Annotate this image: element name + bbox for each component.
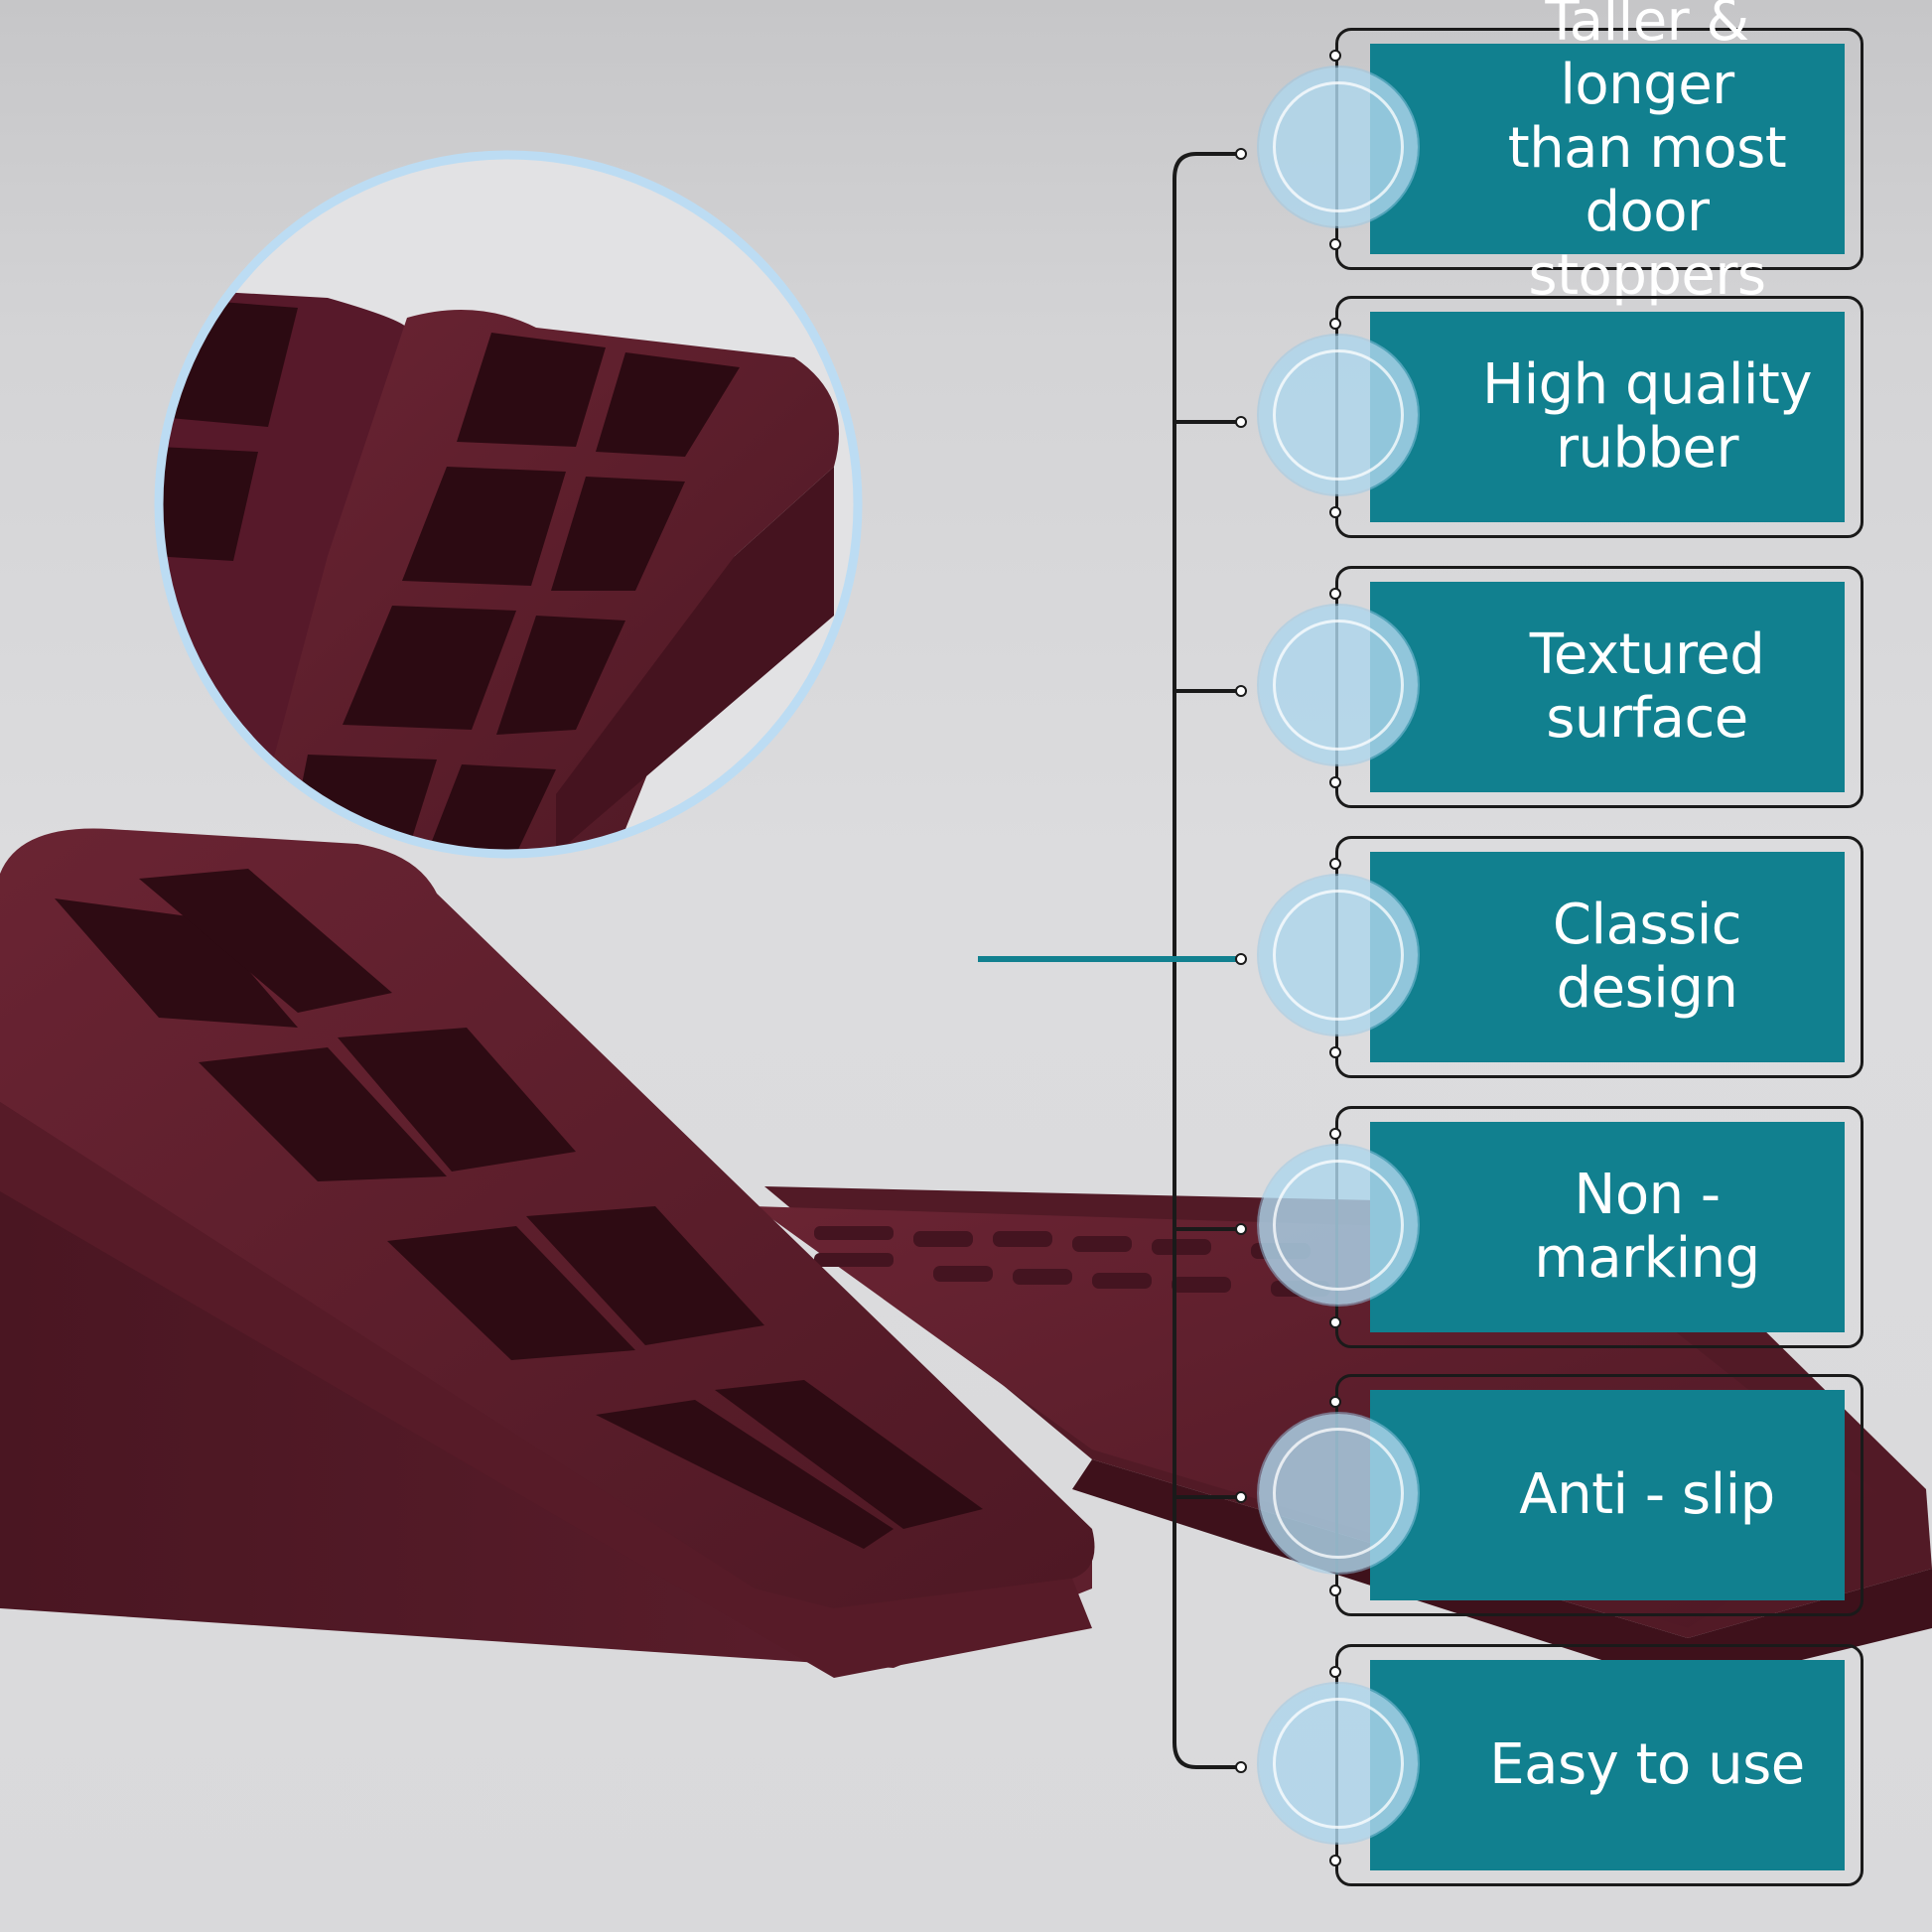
front-wedge (0, 828, 1095, 1678)
connector-dot-icon (1329, 588, 1341, 600)
feature-panel: Anti - slip (1370, 1390, 1845, 1600)
feature-bubble-icon (1259, 68, 1418, 226)
connector-dot-icon (1329, 50, 1341, 62)
connector-dot-icon (1329, 1666, 1341, 1678)
feature-panel: Non - marking (1370, 1122, 1845, 1332)
connector-dot-icon (1329, 506, 1341, 518)
connector-dot-icon (1329, 1855, 1341, 1866)
feature-card-taller: Taller & longer than most door stoppers (1259, 0, 1869, 308)
feature-bubble-icon (1259, 606, 1418, 764)
feature-card-rubber: High quality rubber (1259, 296, 1869, 544)
feature-label: High quality rubber (1481, 352, 1813, 481)
feature-bubble-icon (1259, 1684, 1418, 1843)
feature-label: Taller & longer than most door stoppers (1507, 0, 1787, 308)
feature-panel: Taller & longer than most door stoppers (1370, 0, 1845, 308)
feature-card-non-marking: Non - marking (1259, 1106, 1869, 1354)
connector-dot-icon (1329, 776, 1341, 788)
feature-label: Easy to use (1489, 1732, 1805, 1797)
connector-dot-icon (1329, 858, 1341, 870)
feature-bubble-icon (1259, 1414, 1418, 1573)
feature-panel: Textured surface (1370, 582, 1845, 792)
feature-card-classic: Classic design (1259, 836, 1869, 1084)
connector-dot-icon (1329, 1396, 1341, 1408)
connector-dot-icon (1329, 318, 1341, 330)
feature-panel: High quality rubber (1370, 312, 1845, 522)
feature-label: Textured surface (1529, 622, 1765, 751)
feature-panel: Easy to use (1370, 1660, 1845, 1870)
connector-dot-icon (1329, 1585, 1341, 1596)
feature-card-easy: Easy to use (1259, 1644, 1869, 1892)
feature-bubble-icon (1259, 1146, 1418, 1305)
feature-label: Non - marking (1534, 1163, 1760, 1291)
connector-dot-icon (1329, 1046, 1341, 1058)
connector-dot-icon (1235, 148, 1247, 1773)
feature-panel: Classic design (1370, 852, 1845, 1062)
zoom-detail (154, 150, 863, 859)
feature-label: Classic design (1552, 893, 1742, 1021)
feature-bubble-icon (1259, 876, 1418, 1035)
connector-dot-icon (1329, 1316, 1341, 1328)
feature-bubble-icon (1259, 336, 1418, 494)
connector-dot-icon (1329, 1128, 1341, 1140)
feature-card-anti-slip: Anti - slip (1259, 1374, 1869, 1622)
feature-label: Anti - slip (1519, 1462, 1775, 1527)
feature-card-textured: Textured surface (1259, 566, 1869, 814)
connector-dot-icon (1329, 238, 1341, 250)
